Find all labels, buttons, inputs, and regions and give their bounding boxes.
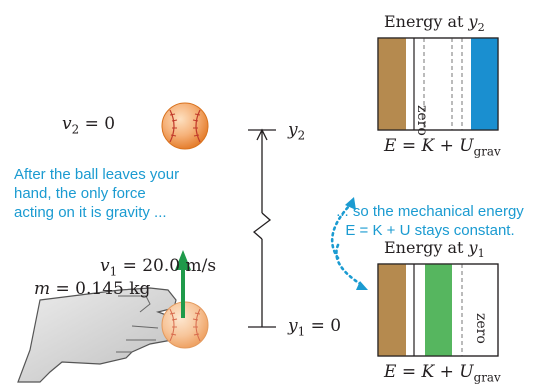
formula-top: E = K + Ugrav [384,136,501,156]
bar-total-energy [378,38,406,130]
label-v1: v1 = 20.0 m/s [100,256,216,276]
caption-mechanical-energy: ... so the mechanical energy E = K + U s… [312,202,548,240]
label-mass: m = 0.145 kg [34,279,150,299]
bar-kinetic-energy [425,264,452,356]
chart-title-top: Energy at y2 [384,12,485,31]
bar-total-energy [378,264,406,356]
chart-title-bottom: Energy at y1 [384,238,485,257]
energy-chart-top [378,38,498,130]
zero-label-bottom: zero [473,313,489,344]
label-y1: y1 = 0 [288,316,341,336]
label-v2: v2 = 0 [62,114,115,134]
caption-gravity: After the ball leaves your hand, the onl… [14,165,179,222]
label-y2: y2 [288,120,305,140]
zero-label-top: zero [414,105,430,136]
bar-potential-energy [471,38,498,130]
baseball-top [162,103,208,149]
formula-bottom: E = K + Ugrav [384,362,501,382]
dotted-arrow-down [336,245,368,290]
height-axis [248,130,276,327]
